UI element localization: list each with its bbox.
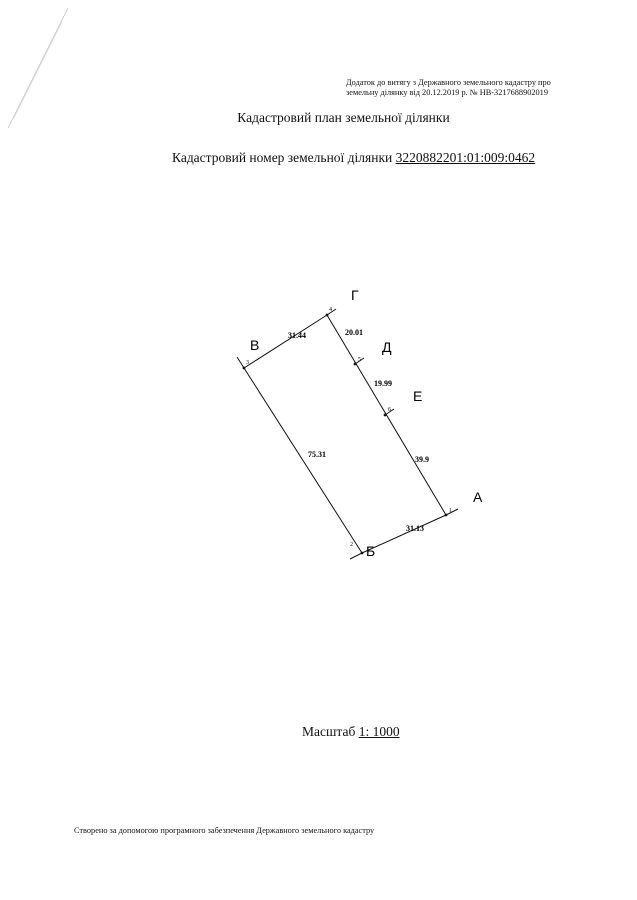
scan-line [7,7,69,129]
footer-note: Створено за допомогою програмного забезп… [74,826,375,835]
vertex-label-d: Д [382,339,392,355]
scale-line: Масштаб 1: 1000 [302,724,400,740]
point-2 [360,551,364,555]
length-b-v: 75.31 [308,450,326,459]
point-number-1: 1 [449,508,452,514]
point-number-4: 4 [329,307,332,313]
scale-label: Масштаб [302,724,356,739]
length-a-b: 31.13 [406,524,424,533]
length-e-a: 39.9 [415,455,429,464]
appendix-line-2: земельну ділянку від 20.12.2019 р. № НВ-… [346,88,548,97]
tick-5 [354,357,365,365]
vertex-label-v: В [250,337,259,353]
edge-g-a [326,314,447,516]
length-d-e: 19.99 [374,379,392,388]
edge-extension [236,356,245,369]
appendix-note: Додаток до витягу з Державного земельног… [346,78,576,98]
edge-v-g [243,314,328,369]
edge-extension [349,552,363,560]
edge-b-v [243,367,363,554]
tick-6 [384,408,395,416]
scan-line [13,21,63,119]
vertex-label-g: Г [351,287,359,303]
edge-a-b [361,514,447,554]
scale-value: 1: 1000 [358,724,400,739]
point-4 [325,313,329,317]
edge-extension [326,308,337,316]
cadastral-label: Кадастровий номер земельної ділянки [172,150,393,165]
edge-extension [445,508,459,516]
appendix-line-1: Додаток до витягу з Державного земельног… [346,78,551,87]
point-5 [353,362,357,366]
point-number-6: 6 [388,407,391,413]
length-v-g: 31.44 [288,331,306,340]
point-6 [383,413,387,417]
vertex-label-a: А [473,489,483,505]
point-3 [242,366,246,370]
vertex-label-e: Е [413,388,422,404]
point-number-2: 2 [350,542,353,548]
cadastral-number: 3220882201:01:009:0462 [395,150,536,165]
point-number-5: 5 [358,357,361,363]
length-g-d: 20.01 [345,328,363,337]
vertex-label-b: Б [366,543,375,559]
cadastral-number-line: Кадастровий номер земельної ділянки 3220… [172,150,535,166]
point-1 [444,513,448,517]
page-title: Кадастровий план земельної ділянки [237,110,450,125]
point-number-3: 3 [246,360,249,366]
